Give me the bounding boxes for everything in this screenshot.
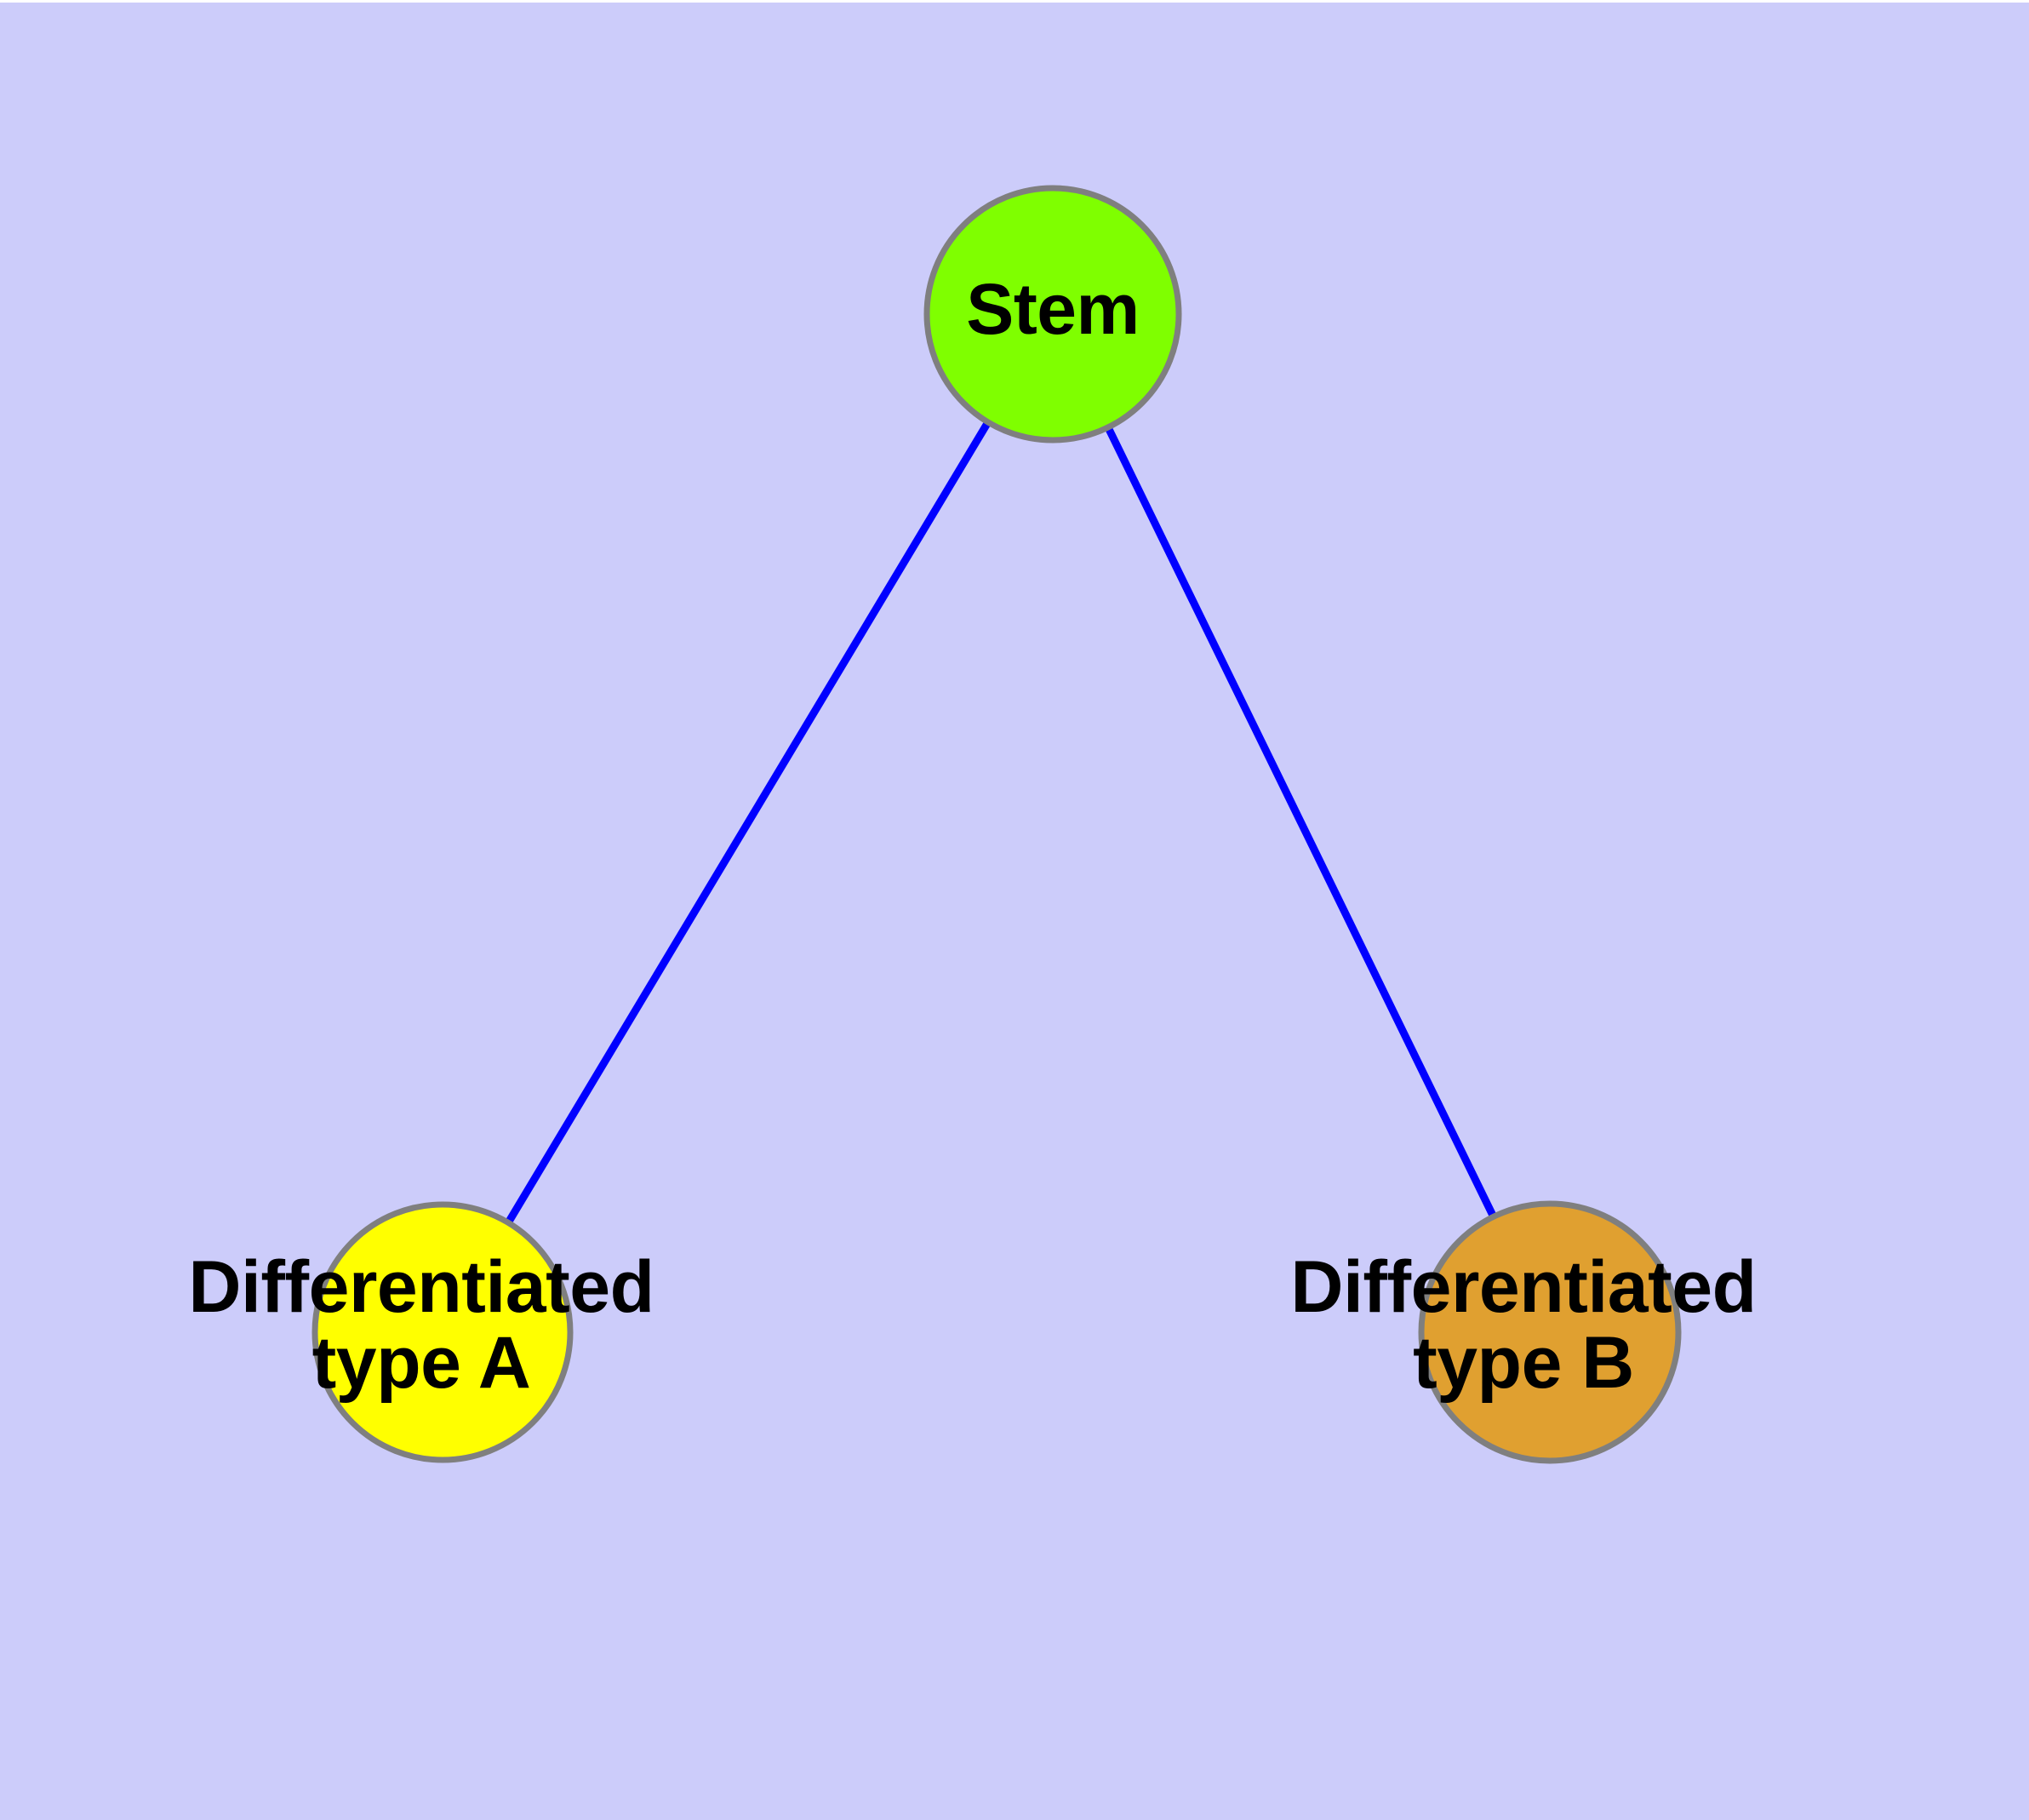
edge-stem-to-differentiated-type-a <box>439 312 1056 1335</box>
node-layer <box>311 185 1682 1464</box>
node-differentiated-type-b[interactable] <box>1418 1200 1682 1464</box>
node-stem[interactable] <box>923 185 1182 444</box>
edge-stem-to-differentiated-type-b <box>1049 312 1554 1334</box>
edge-layer <box>439 312 1554 1335</box>
node-differentiated-type-a[interactable] <box>311 1201 574 1463</box>
